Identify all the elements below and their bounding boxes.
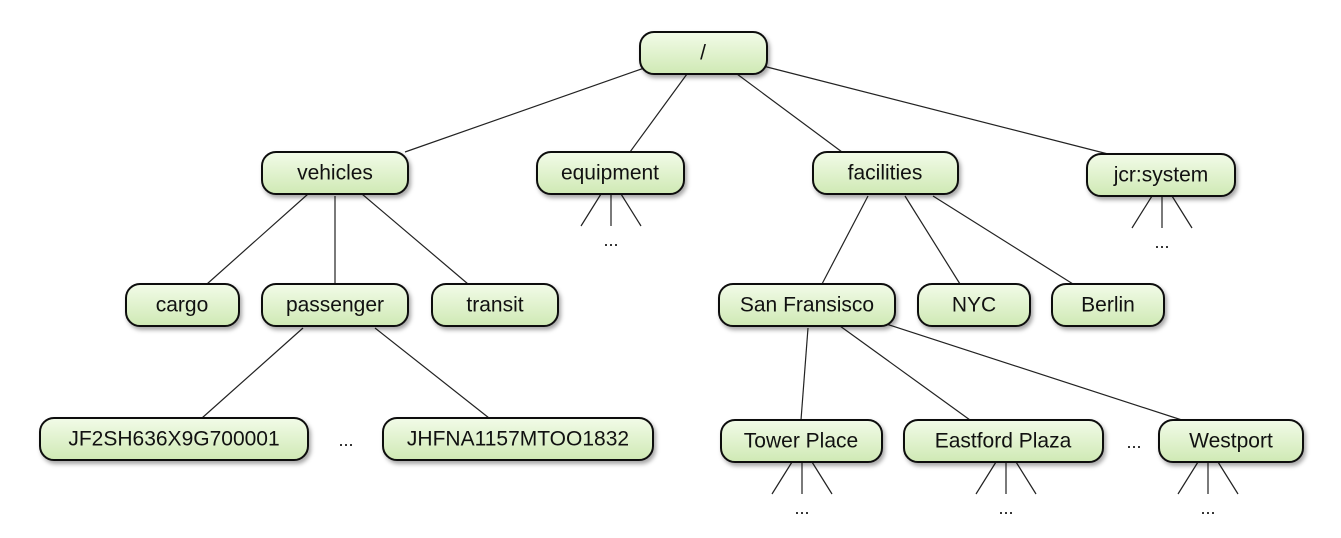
edge-root-jcr-system bbox=[762, 65, 1109, 155]
node-vin-1: JF2SH636X9G700001 bbox=[39, 417, 309, 461]
node-passenger: passenger bbox=[261, 283, 409, 327]
stub-westport bbox=[1177, 461, 1239, 495]
node-nyc-label: NYC bbox=[952, 294, 996, 317]
stub-eastford-plaza bbox=[975, 461, 1037, 495]
node-eastford-plaza-label: Eastford Plaza bbox=[935, 430, 1072, 453]
stub-jcr-system bbox=[1131, 195, 1193, 229]
edge-vehicles-transit bbox=[361, 193, 469, 285]
node-jcr-system-label: jcr:system bbox=[1113, 164, 1209, 187]
ellipsis-sites: ... bbox=[1126, 432, 1141, 452]
edge-sanfransisco-eastford bbox=[839, 325, 971, 421]
ellipsis-eastford-plaza-label: ... bbox=[998, 498, 1013, 518]
edge-facilities-berlin bbox=[932, 195, 1074, 285]
node-berlin-label: Berlin bbox=[1081, 294, 1135, 317]
ellipsis-tower-place-label: ... bbox=[794, 498, 809, 518]
node-facilities-label: facilities bbox=[848, 162, 923, 185]
edge-root-vehicles bbox=[404, 65, 651, 153]
node-jcr-system: jcr:system bbox=[1086, 153, 1236, 197]
node-vin-2-label: JHFNA1157MTOO1832 bbox=[407, 428, 629, 451]
node-transit-label: transit bbox=[466, 294, 523, 317]
node-tower-place: Tower Place bbox=[720, 419, 883, 463]
ellipsis-equipment-label: ... bbox=[603, 230, 618, 250]
ellipsis-vins: ... bbox=[338, 430, 353, 450]
ellipsis-vins-label: ... bbox=[338, 430, 353, 450]
edge-vehicles-cargo bbox=[206, 193, 309, 285]
node-vehicles: vehicles bbox=[261, 151, 409, 195]
edge-root-facilities bbox=[736, 73, 843, 153]
node-vehicles-label: vehicles bbox=[297, 162, 373, 185]
node-root-label: / bbox=[700, 42, 706, 65]
node-westport: Westport bbox=[1158, 419, 1304, 463]
ellipsis-sites-label: ... bbox=[1126, 432, 1141, 452]
edge-root-equipment bbox=[629, 73, 688, 153]
node-cargo-label: cargo bbox=[156, 294, 209, 317]
node-vin-1-label: JF2SH636X9G700001 bbox=[68, 428, 279, 451]
node-san-fransisco-label: San Fransisco bbox=[740, 294, 874, 317]
edge-passenger-vin1 bbox=[201, 327, 304, 419]
node-san-fransisco: San Fransisco bbox=[718, 283, 896, 327]
node-transit: transit bbox=[431, 283, 559, 327]
edges bbox=[201, 65, 1239, 495]
ellipsis-jcr-system: ... bbox=[1154, 232, 1169, 252]
node-westport-label: Westport bbox=[1189, 430, 1273, 453]
edge-facilities-sanfransisco bbox=[821, 195, 869, 285]
ellipsis-eastford-plaza: ... bbox=[998, 498, 1013, 518]
ellipsis-westport: ... bbox=[1200, 498, 1215, 518]
ellipsis-equipment: ... bbox=[603, 230, 618, 250]
node-nyc: NYC bbox=[917, 283, 1031, 327]
node-vin-2: JHFNA1157MTOO1832 bbox=[382, 417, 654, 461]
node-root: / bbox=[639, 31, 768, 75]
edge-sanfransisco-westport bbox=[879, 321, 1189, 423]
node-equipment: equipment bbox=[536, 151, 685, 195]
node-berlin: Berlin bbox=[1051, 283, 1165, 327]
node-equipment-label: equipment bbox=[561, 162, 659, 185]
edge-facilities-nyc bbox=[904, 195, 961, 285]
node-eastford-plaza: Eastford Plaza bbox=[903, 419, 1104, 463]
node-facilities: facilities bbox=[812, 151, 959, 195]
edge-sanfransisco-towerplace bbox=[800, 327, 809, 421]
ellipsis-tower-place: ... bbox=[794, 498, 809, 518]
stub-equipment bbox=[580, 193, 642, 227]
ellipsis-jcr-system-label: ... bbox=[1154, 232, 1169, 252]
edge-passenger-vin2 bbox=[374, 327, 490, 419]
ellipsis-westport-label: ... bbox=[1200, 498, 1215, 518]
node-cargo: cargo bbox=[125, 283, 240, 327]
node-passenger-label: passenger bbox=[286, 294, 384, 317]
stub-tower-place bbox=[771, 461, 833, 495]
node-tower-place-label: Tower Place bbox=[744, 430, 858, 453]
